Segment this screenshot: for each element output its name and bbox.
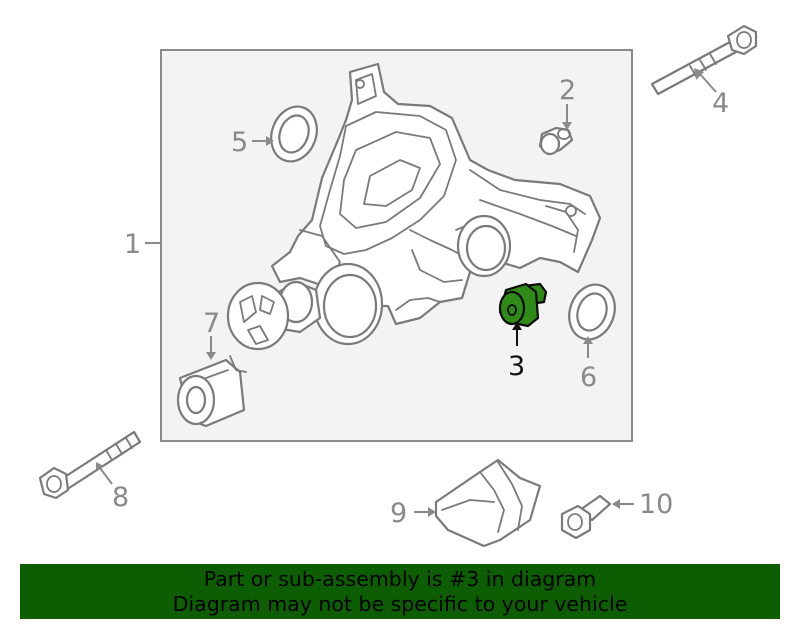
arrow-3	[512, 322, 522, 330]
callout-9: 9	[390, 498, 407, 529]
part-6-seal	[568, 283, 616, 341]
callout-3: 3	[508, 351, 525, 382]
arrow-8	[96, 462, 104, 472]
parts-diagram: 1 2 3 4 5 6 7 8 9 10	[38, 24, 758, 548]
banner-line-1: Part or sub-assembly is #3 in diagram	[203, 567, 597, 591]
left-flange	[226, 280, 322, 351]
callout-2: 2	[559, 75, 576, 106]
callout-10: 10	[639, 489, 673, 520]
info-banner: Part or sub-assembly is #3 in diagram Di…	[20, 564, 780, 619]
arrow-10	[612, 499, 620, 509]
callout-1: 1	[124, 229, 141, 260]
part-5-seal	[270, 105, 318, 163]
callout-8: 8	[112, 482, 129, 513]
callout-6: 6	[580, 362, 597, 393]
part-8-bolt	[38, 430, 142, 500]
arrow-9	[428, 507, 436, 517]
leader-8	[99, 467, 113, 485]
banner-line-2: Diagram may not be specific to your vehi…	[172, 592, 628, 616]
output-flange-center	[312, 262, 384, 346]
part-3-drain-plug	[498, 282, 548, 328]
callout-4: 4	[712, 88, 729, 119]
callout-7: 7	[203, 308, 220, 339]
part-9-bracket	[434, 458, 542, 548]
part-2-vent-plug	[538, 126, 574, 156]
part-10-bolt	[560, 494, 612, 540]
right-output-flange	[456, 214, 512, 278]
arrow-5	[266, 136, 274, 146]
part-7-bushing	[176, 355, 247, 428]
arrow-7	[206, 352, 216, 360]
arrow-2	[562, 122, 572, 130]
leader-4	[699, 73, 717, 93]
part-4-bolt	[650, 24, 758, 96]
arrow-6	[583, 336, 593, 344]
arrow-4	[694, 68, 704, 80]
callout-5: 5	[231, 127, 248, 158]
